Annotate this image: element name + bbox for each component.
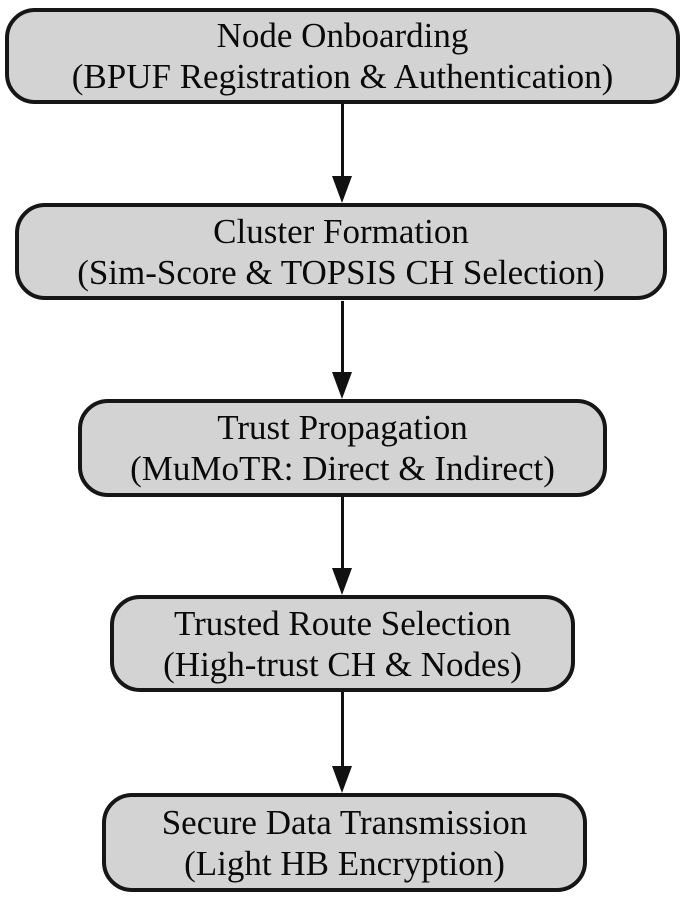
- flow-node-cluster-formation: Cluster Formation (Sim-Score & TOPSIS CH…: [15, 203, 667, 300]
- node-title: Node Onboarding: [216, 16, 469, 55]
- node-subtitle: (Light HB Encryption): [184, 843, 505, 883]
- flow-arrow-4: [332, 692, 352, 793]
- node-title: Secure Data Transmission: [161, 802, 528, 842]
- arrow-shaft: [340, 497, 344, 571]
- arrow-shaft: [340, 301, 344, 375]
- flow-arrow-3: [332, 497, 352, 595]
- flow-node-node-onboarding: Node Onboarding (BPUF Registration & Aut…: [5, 8, 680, 104]
- node-title: Cluster Formation: [213, 211, 469, 251]
- node-subtitle: (MuMoTR: Direct & Indirect): [130, 449, 555, 488]
- flow-node-trusted-route-selection: Trusted Route Selection (High-trust CH &…: [110, 595, 575, 692]
- arrowhead-down-icon: [332, 176, 352, 203]
- node-title: Trust Propagation: [217, 408, 468, 447]
- arrow-shaft: [340, 104, 344, 179]
- node-title: Trusted Route Selection: [173, 603, 512, 643]
- arrowhead-down-icon: [332, 372, 352, 399]
- node-subtitle: (BPUF Registration & Authentication): [71, 57, 614, 96]
- node-subtitle: (High-trust CH & Nodes): [163, 644, 522, 684]
- flow-arrow-1: [332, 104, 352, 203]
- arrowhead-down-icon: [332, 766, 352, 793]
- flow-arrow-2: [332, 301, 352, 399]
- arrow-shaft: [340, 692, 344, 769]
- flow-node-trust-propagation: Trust Propagation (MuMoTR: Direct & Indi…: [78, 399, 607, 497]
- arrowhead-down-icon: [332, 568, 352, 595]
- flow-node-secure-data-transmission: Secure Data Transmission (Light HB Encry…: [102, 793, 587, 892]
- node-subtitle: (Sim-Score & TOPSIS CH Selection): [77, 252, 605, 292]
